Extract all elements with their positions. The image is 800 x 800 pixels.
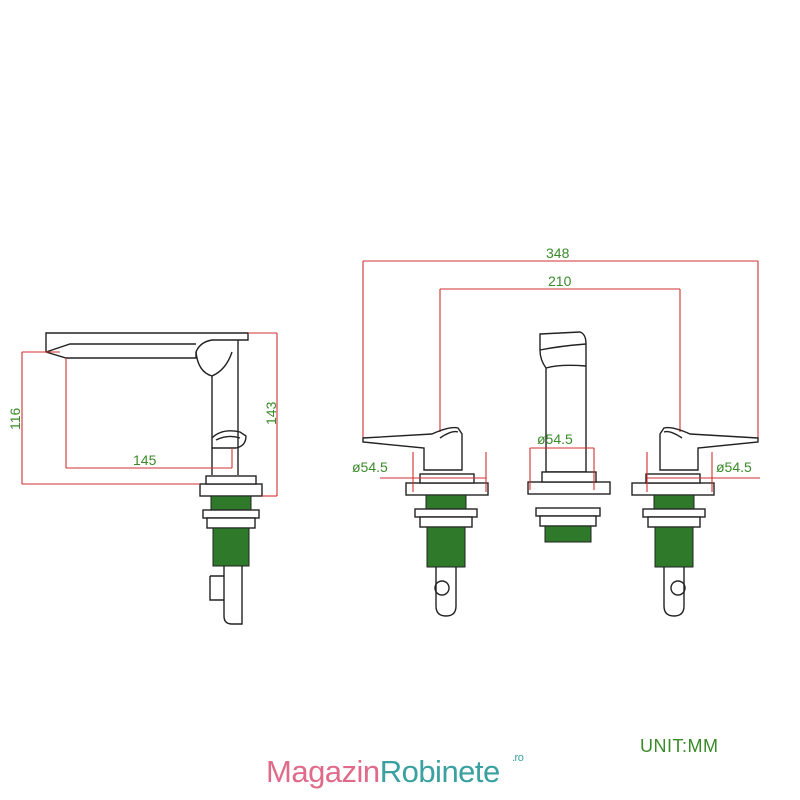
brand-watermark: MagazinRobinete .ro <box>266 752 524 790</box>
center-spout <box>527 331 611 543</box>
front-view-dimensions <box>362 260 759 438</box>
right-base-dimension <box>646 452 760 492</box>
dim-spout-height: 116 <box>7 407 23 430</box>
dim-center-base-diameter: ø54.5 <box>537 431 573 447</box>
left-base-dimension <box>380 452 487 492</box>
right-handle-valve <box>631 426 759 617</box>
left-handle-valve <box>362 426 489 617</box>
brand-suffix: .ro <box>512 752 524 764</box>
dim-right-base-diameter: ø54.5 <box>716 459 752 475</box>
side-view-faucet <box>45 332 263 625</box>
center-base-dimension <box>529 447 595 490</box>
brand-part1: Magazin <box>266 754 380 789</box>
dim-left-base-diameter: ø54.5 <box>352 459 388 475</box>
side-view-dimensions <box>21 332 278 497</box>
unit-label: UNIT:MM <box>640 736 719 756</box>
dim-spout-reach: 145 <box>133 452 157 468</box>
dim-overall-width: 348 <box>546 245 570 261</box>
brand-part2: Robinete <box>379 754 501 789</box>
dim-total-height: 143 <box>263 401 279 425</box>
dim-handle-spacing: 210 <box>548 273 572 289</box>
